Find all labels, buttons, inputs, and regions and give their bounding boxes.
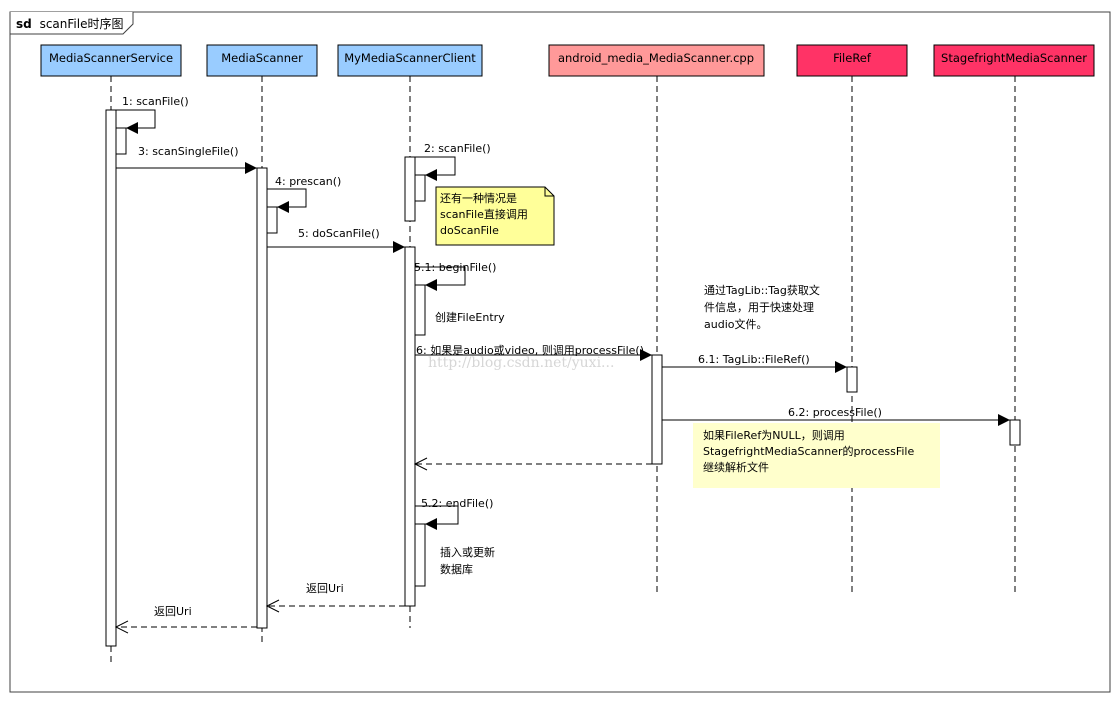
watermark-text: http://blog.csdn.net/yuxi...: [428, 355, 614, 371]
participant-box-fileref[interactable]: [796, 44, 908, 77]
arrowhead: [277, 201, 289, 213]
note-line: 还有一种情况是: [440, 191, 517, 205]
message-5-label: 5: doScanFile(): [298, 227, 380, 240]
frame-title: scanFile时序图: [40, 16, 124, 31]
arrowhead: [393, 241, 405, 253]
participant-box-stagefright-media-scanner[interactable]: [933, 44, 1095, 77]
message-6-1-taglib-fileref: 6.1: TagLib::FileRef(): [662, 353, 847, 373]
arrowhead: [998, 414, 1010, 426]
message-6-2-processfile: 6.2: processFile(): [662, 406, 1010, 426]
participant-label-android-media-mediascanner: android_media_MediaScanner.cpp: [558, 51, 754, 65]
svg-text:sd scanFile时序图: sd scanFile时序图: [16, 16, 123, 31]
comment-create-fileentry: 创建FileEntry: [435, 310, 505, 324]
activation-client-endfile: [414, 523, 426, 587]
participant-label-media-scanner-service: MediaScannerService: [49, 51, 173, 65]
arrowhead: [126, 122, 138, 134]
message-5-1-beginfile: 5.1: beginFile(): [414, 261, 496, 291]
participant-label-fileref: FileRef: [833, 51, 872, 65]
message-5-2-endfile: 5.2: endFile(): [415, 497, 493, 530]
note-box: [693, 423, 940, 488]
message-6-label: 6: 如果是audio或video, 则调用processFile(): [416, 343, 644, 357]
comment-update-db: 插入或更新 数据库: [440, 545, 495, 576]
participant-box-media-scanner[interactable]: [206, 44, 318, 77]
comment-line: 件信息，用于快速处理: [704, 300, 814, 314]
message-6-1-label: 6.1: TagLib::FileRef(): [698, 353, 810, 366]
message-1-scanfile: 1: scanFile(): [116, 95, 189, 134]
message-5-1-label: 5.1: beginFile(): [414, 261, 496, 274]
participant-android-media-mediascanner: android_media_MediaScanner.cpp: [548, 44, 765, 594]
participant-box-my-media-scanner-client[interactable]: [337, 44, 483, 77]
activation-media-scanner-nested: [266, 206, 278, 234]
activation-stagefright-media-scanner: [1009, 419, 1021, 446]
comment-line: 插入或更新: [440, 545, 495, 559]
return-5-label: 返回Uri: [306, 582, 344, 595]
participant-label-media-scanner: MediaScanner: [221, 51, 303, 65]
message-4-label: 4: prescan(): [275, 175, 341, 188]
activation-media-scanner: [256, 167, 268, 629]
message-2-scanfile: 2: scanFile(): [415, 142, 491, 181]
arrowhead: [425, 279, 437, 291]
return-3-label: 返回Uri: [154, 605, 192, 618]
note-line: 继续解析文件: [703, 460, 769, 474]
activation-media-scanner-service-nested: [115, 127, 127, 155]
return-6-processfile: [413, 457, 652, 471]
return-3-uri: 返回Uri: [114, 605, 257, 634]
message-5-doscanfile: 5: doScanFile(): [267, 227, 405, 253]
note-fold: [544, 187, 554, 197]
participant-box-android-media-mediascanner[interactable]: [548, 44, 765, 77]
arrowhead: [245, 162, 257, 174]
participant-label-my-media-scanner-client: MyMediaScannerClient: [344, 51, 476, 65]
participant-box-media-scanner-service[interactable]: [40, 44, 182, 77]
arrowhead: [265, 599, 280, 613]
comment-line: 通过TagLib::Tag获取文: [704, 283, 820, 297]
arrowhead: [425, 518, 437, 530]
participant-fileref: FileRef: [796, 44, 908, 594]
note-line: 如果FileRef为NULL，则调用: [703, 428, 845, 442]
arrowhead: [413, 457, 428, 471]
message-3-scansinglefile: 3: scanSingleFile(): [116, 145, 257, 174]
frame-keyword: sd: [16, 17, 32, 31]
message-5-2-label: 5.2: endFile(): [421, 497, 493, 510]
activation-media-scanner-service: [105, 109, 117, 647]
participant-label-stagefright-media-scanner: StagefrightMediaScanner: [941, 51, 1087, 65]
activation-client-doscanfile: [404, 246, 416, 607]
note-scanfile-direct: 还有一种情况是 scanFile直接调用 doScanFile: [435, 186, 555, 246]
arrowhead: [114, 620, 129, 634]
note-line: scanFile直接调用: [440, 207, 528, 221]
note-fileref-null: 如果FileRef为NULL，则调用 StagefrightMediaScann…: [693, 423, 940, 488]
message-6-2-label: 6.2: processFile(): [788, 406, 882, 419]
activation-client-scanfile: [404, 156, 416, 222]
message-2-label: 2: scanFile(): [424, 142, 491, 155]
activation-fileref: [846, 366, 858, 393]
arrowhead: [640, 349, 652, 361]
arrowhead: [425, 169, 437, 181]
message-3-label: 3: scanSingleFile(): [138, 145, 239, 158]
note-box: [435, 186, 555, 246]
participant-media-scanner-service: MediaScannerService: [40, 44, 182, 662]
activation-client-beginfile: [414, 284, 426, 336]
return-5-uri: 返回Uri: [265, 582, 405, 613]
comment-line: 数据库: [440, 562, 473, 576]
message-1-label: 1: scanFile(): [122, 95, 189, 108]
activation-client-scanfile-nested: [414, 174, 426, 202]
note-line: StagefrightMediaScanner的processFile: [703, 444, 914, 458]
frame-title-tab: [9, 12, 134, 35]
diagram-frame: [9, 11, 1111, 693]
message-4-prescan: 4: prescan(): [267, 175, 341, 213]
arrowhead: [835, 361, 847, 373]
activation-android-media-mediascanner: [651, 354, 663, 465]
comment-taglib: 通过TagLib::Tag获取文 件信息，用于快速处理 audio文件。: [704, 283, 820, 331]
message-6-processfile: 6: 如果是audio或video, 则调用processFile(): [415, 343, 652, 361]
comment-line: audio文件。: [704, 317, 767, 331]
note-line: doScanFile: [440, 224, 499, 237]
participant-my-media-scanner-client: MyMediaScannerClient: [337, 44, 483, 628]
participant-stagefright-media-scanner: StagefrightMediaScanner: [933, 44, 1095, 594]
